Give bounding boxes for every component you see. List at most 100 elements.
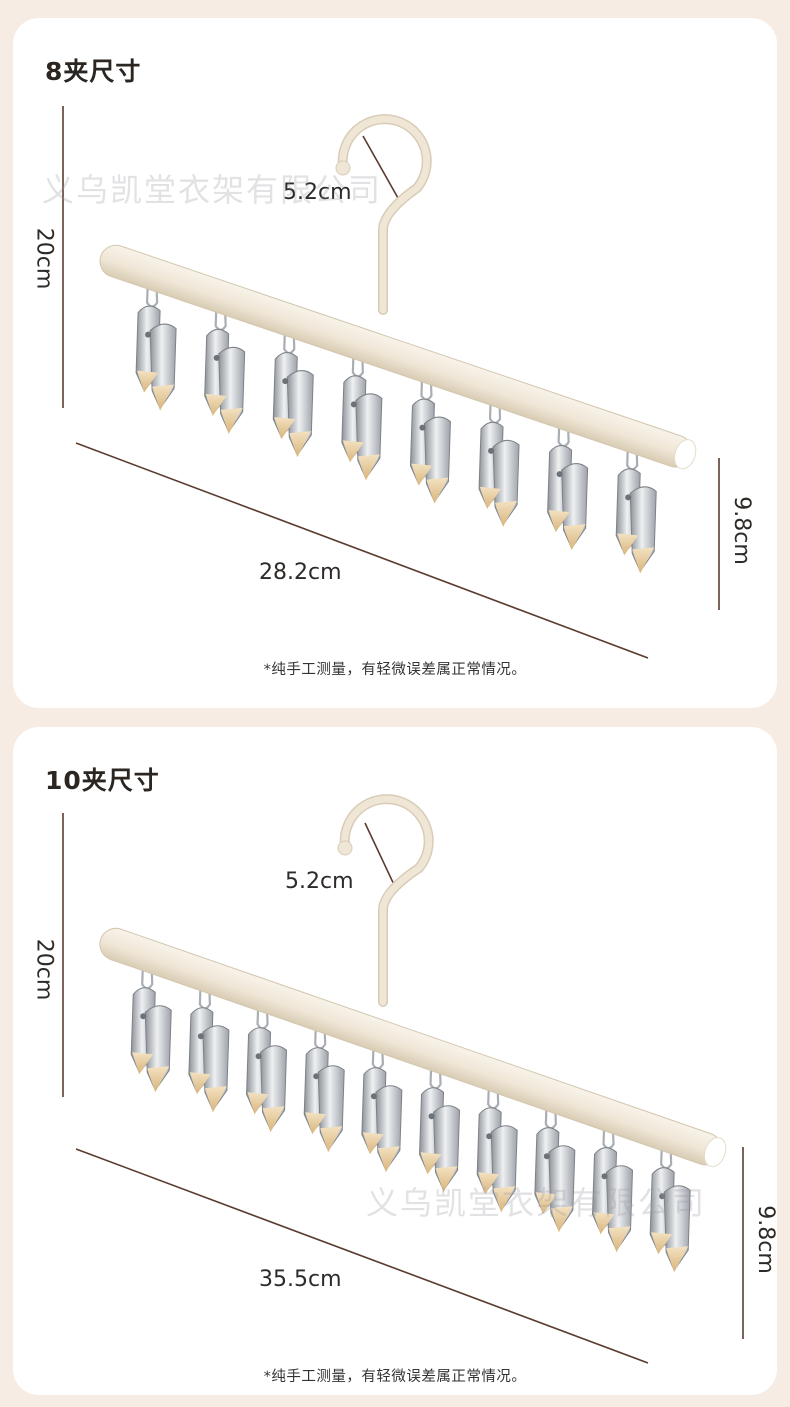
clip-tip bbox=[495, 500, 518, 527]
clip-tip bbox=[377, 1146, 400, 1173]
bar-tube bbox=[99, 244, 693, 468]
clip bbox=[649, 1134, 691, 1273]
panel-title: 10夹尺寸 bbox=[45, 766, 160, 795]
panel-title: 8夹尺寸 bbox=[45, 57, 142, 86]
clip-rivet bbox=[370, 1093, 377, 1100]
clip-rivet bbox=[659, 1193, 666, 1200]
clip-tip bbox=[651, 1232, 673, 1255]
clip-tip bbox=[357, 454, 380, 481]
clip-tip bbox=[548, 510, 570, 533]
hook-size-label: 5.2cm bbox=[285, 869, 354, 894]
clip bbox=[615, 435, 657, 574]
dimension-line bbox=[75, 1148, 649, 1364]
measurement-note: *纯手工测量，有轻微误差属正常情况。 bbox=[263, 662, 527, 678]
height-label: 20cm bbox=[31, 938, 57, 1001]
clip-rivet bbox=[145, 331, 152, 338]
clip-rivet bbox=[282, 378, 289, 385]
clip bbox=[272, 319, 314, 458]
clip bbox=[409, 365, 451, 504]
dimension-line bbox=[75, 442, 649, 659]
clip-rivet bbox=[556, 471, 563, 478]
clip-rivet bbox=[488, 447, 495, 454]
clip-tip bbox=[426, 477, 449, 504]
hook-highlight bbox=[339, 115, 431, 314]
dimension-line bbox=[362, 135, 399, 199]
clip-rivet bbox=[428, 1113, 435, 1120]
clip-tip bbox=[632, 547, 655, 574]
clip-drop-label: 9.8cm bbox=[728, 496, 754, 565]
clip-rivet bbox=[213, 354, 220, 361]
clip-rivet bbox=[255, 1053, 262, 1060]
clip-tip bbox=[289, 431, 312, 458]
clip-tip bbox=[320, 1126, 343, 1153]
clip-tip bbox=[220, 407, 243, 434]
clip-tip bbox=[262, 1106, 285, 1133]
clip-rivet bbox=[140, 1013, 147, 1020]
hook-highlight bbox=[341, 795, 433, 1006]
clip-tip bbox=[608, 1226, 631, 1253]
clip-tip bbox=[342, 440, 364, 463]
clip bbox=[419, 1054, 461, 1193]
height-label: 20cm bbox=[31, 227, 57, 290]
clip-tip bbox=[493, 1186, 516, 1213]
clip-tip bbox=[593, 1212, 615, 1235]
clip bbox=[341, 342, 383, 481]
clip-tip bbox=[362, 1132, 384, 1155]
clip-tip bbox=[478, 1172, 500, 1195]
hanger-drawing bbox=[99, 114, 697, 574]
hook-tip bbox=[337, 840, 353, 856]
dimension-lines bbox=[62, 106, 720, 659]
clip-rivet bbox=[197, 1033, 204, 1040]
clip bbox=[361, 1034, 403, 1173]
clip-tip bbox=[666, 1246, 689, 1273]
clip bbox=[135, 272, 177, 411]
hanger-bar bbox=[99, 927, 727, 1168]
clip bbox=[534, 1094, 576, 1233]
clip-tip bbox=[411, 463, 433, 486]
panel-10-clips: 10夹尺寸 5.2cm 20cm 35.5cm 9.8cm *纯手工测量，有轻微… bbox=[13, 727, 777, 1395]
hanger-bar bbox=[99, 244, 697, 470]
bar-end-cap bbox=[674, 439, 697, 470]
clip-tip bbox=[480, 486, 502, 509]
clip bbox=[592, 1114, 634, 1253]
bar-end-cap bbox=[703, 1137, 727, 1168]
watermark-text: 义乌凯堂衣架有限公司 bbox=[366, 1184, 707, 1222]
clip bbox=[188, 974, 230, 1113]
width-label: 35.5cm bbox=[259, 1267, 342, 1292]
clip-tip bbox=[617, 533, 639, 556]
clip-rivet bbox=[350, 401, 357, 408]
clip-tip bbox=[550, 1206, 573, 1233]
clip-tip bbox=[247, 1092, 269, 1115]
clip-tip bbox=[132, 1052, 154, 1075]
clip-tip bbox=[420, 1152, 442, 1175]
dimension-lines bbox=[62, 813, 744, 1364]
width-label: 28.2cm bbox=[259, 560, 342, 585]
hanger-drawing bbox=[99, 794, 727, 1273]
clip-tip bbox=[189, 1072, 211, 1095]
clip bbox=[478, 388, 520, 527]
hook-size-label: 5.2cm bbox=[283, 180, 352, 205]
clip-tip bbox=[535, 1192, 557, 1215]
clip bbox=[476, 1074, 518, 1213]
clip-rivet bbox=[419, 424, 426, 431]
clip-drop-label: 9.8cm bbox=[752, 1205, 777, 1274]
clip-tip bbox=[147, 1066, 170, 1093]
clip-tip bbox=[274, 417, 296, 440]
clip-tip bbox=[152, 384, 175, 411]
clip bbox=[130, 954, 172, 1093]
clip-tip bbox=[563, 524, 586, 551]
hook-tip bbox=[335, 160, 351, 176]
watermark-text: 义乌凯堂衣架有限公司 bbox=[42, 171, 383, 209]
clip-rivet bbox=[625, 494, 632, 501]
clip-tip bbox=[205, 393, 227, 416]
clip-rivet bbox=[313, 1073, 320, 1080]
clip-rivet bbox=[543, 1153, 550, 1160]
measurement-note: *纯手工测量，有轻微误差属正常情况。 bbox=[263, 1369, 527, 1385]
clip-rivet bbox=[601, 1173, 608, 1180]
clip-tip bbox=[435, 1166, 458, 1193]
clip bbox=[204, 295, 246, 434]
clip-rivet bbox=[486, 1133, 493, 1140]
dimension-line bbox=[364, 822, 398, 892]
clip bbox=[547, 412, 589, 551]
clip-tip bbox=[305, 1112, 327, 1135]
